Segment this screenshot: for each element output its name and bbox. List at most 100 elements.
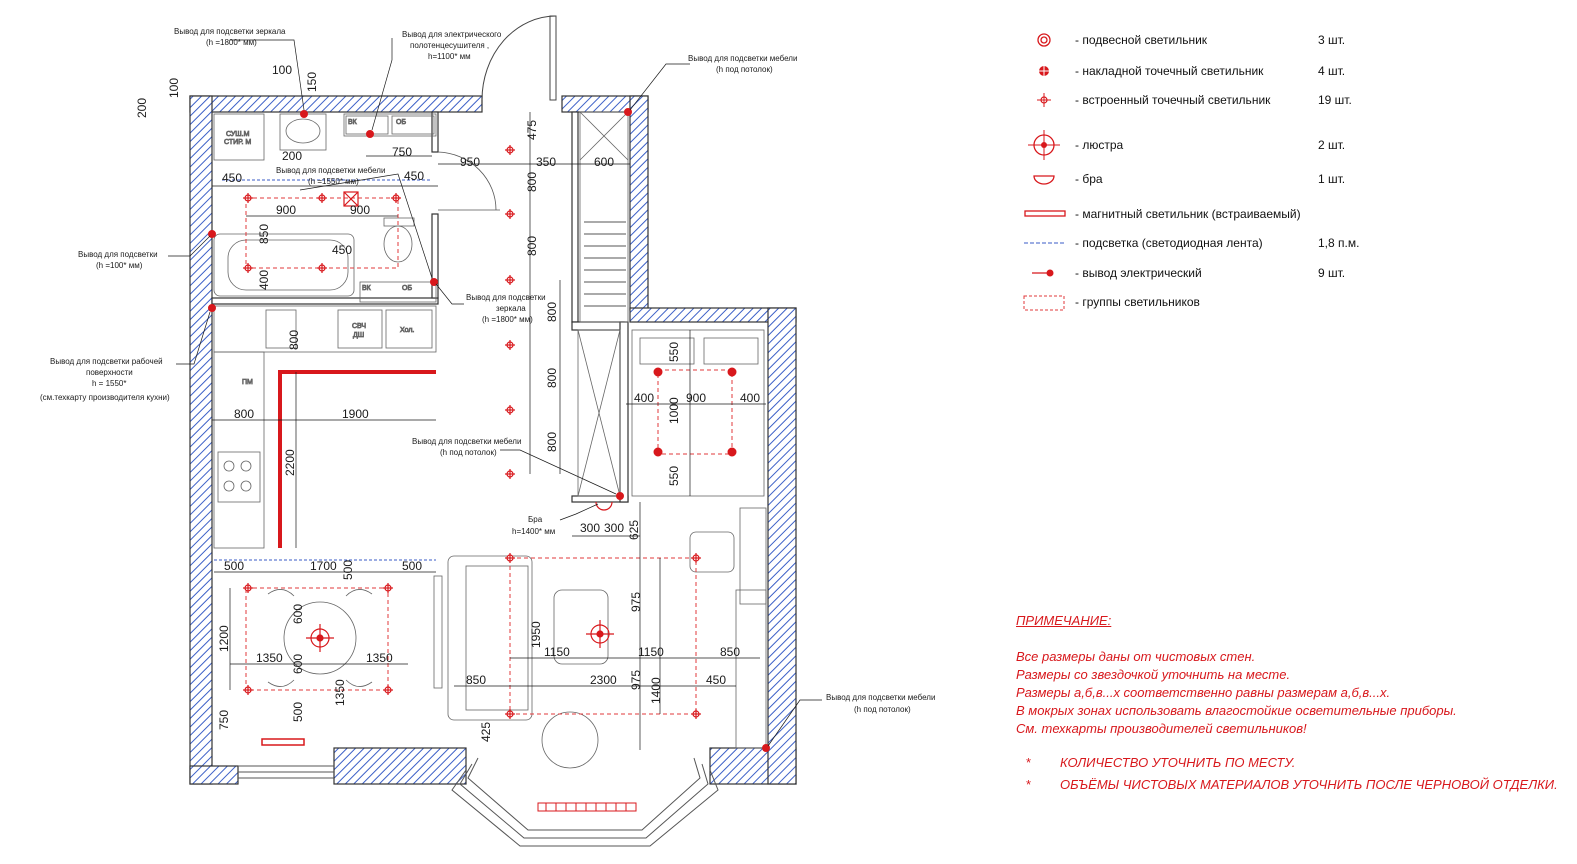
- callout-mirror-mid-2: зеркала: [496, 304, 526, 313]
- callout-furniture-top: Вывод для подсветки мебели: [688, 54, 797, 63]
- toilet-bowl: [383, 225, 413, 263]
- callout-mirror-mid-h: (h =1800* мм): [482, 315, 533, 324]
- dim-425: 425: [479, 722, 493, 742]
- dim-800b: 800: [525, 172, 539, 192]
- coffee-table: [553, 589, 609, 665]
- recessed-spot: [243, 685, 253, 695]
- sconce: [595, 501, 613, 511]
- dim-400b: 400: [634, 391, 654, 405]
- electric-outlet-icon: [1032, 269, 1054, 277]
- burner-3: [223, 480, 235, 492]
- callout-towel: Вывод для электрического: [402, 30, 502, 39]
- legend-label: - вывод электрический: [1075, 266, 1202, 280]
- recessed-spot-icon: [1037, 93, 1051, 107]
- dim-625: 625: [627, 520, 641, 540]
- bedroom-wall: [619, 321, 629, 503]
- recessed-spot: [505, 340, 515, 350]
- callout-towel-2: полотенцесушителя ,: [410, 41, 489, 50]
- bath-bottom-wall: [211, 297, 439, 305]
- dim-1950: 1950: [529, 621, 543, 648]
- outlet-towel: [366, 130, 374, 138]
- dim-1200: 1200: [217, 625, 231, 652]
- dim-750: 750: [392, 145, 412, 159]
- floor-plan: СУШ.М СТИР. М ВК ОБ ВК ОБ СВЧ ДШ Хол. ПМ: [40, 15, 935, 847]
- recessed-spot: [383, 685, 393, 695]
- callout-furniture-low-h: (h под потолок): [440, 448, 497, 457]
- legend-label: - накладной точечный светильник: [1075, 64, 1264, 78]
- chair-3: [267, 679, 295, 687]
- chair-1: [267, 589, 295, 597]
- dim-500c: 500: [402, 559, 422, 573]
- recessed-spot: [243, 263, 253, 273]
- cooktop: [217, 451, 261, 503]
- bath-door: [437, 151, 500, 211]
- magnetic-light-dining: [261, 738, 305, 746]
- bath-cabinet-low: [359, 281, 437, 303]
- dim-1350b: 1350: [366, 651, 393, 665]
- pillow-left: [639, 337, 695, 365]
- recessed-spot: [391, 193, 401, 203]
- microwave-label: СВЧ: [352, 323, 366, 330]
- callout-mirror-mid: Вывод для подсветки: [466, 293, 546, 302]
- bath-right-wall: [431, 213, 439, 299]
- note-line: Размеры а,б,в...х соответственно равны р…: [1016, 685, 1391, 700]
- callout-sconce-h: h=1400* мм: [512, 527, 555, 536]
- washer-label: СУШ.М: [226, 131, 250, 138]
- legend-label: - подвесной светильник: [1075, 33, 1208, 47]
- callout-furniture-right-h: (h под потолок): [854, 705, 911, 714]
- legend-row-sconce: - бра 1 шт.: [1020, 169, 1400, 189]
- bed: [631, 329, 765, 497]
- dim-850c: 850: [466, 673, 486, 687]
- dim-350: 350: [536, 155, 556, 169]
- fridge: [385, 309, 433, 349]
- chandelier-dining: [306, 624, 334, 652]
- callout-mirror-top-h: (h =1800* мм): [206, 38, 257, 47]
- legend-row-chandelier: - люстра 2 шт.: [1020, 130, 1400, 160]
- magnetic-light-icon: [1024, 210, 1066, 217]
- outlet-mirror: [300, 110, 308, 118]
- legend-label: - люстра: [1075, 138, 1124, 152]
- living-light-group: [509, 557, 697, 715]
- round-table: [541, 711, 599, 769]
- dim-450d: 450: [706, 673, 726, 687]
- legend-row-group: - группы светильников: [1020, 292, 1400, 312]
- legend-row-led: - подсветка (светодиодная лента) 1,8 п.м…: [1020, 233, 1400, 253]
- dining-light-group: [245, 587, 389, 691]
- recessed-spot: [243, 583, 253, 593]
- dining-table: [283, 601, 357, 675]
- pm-label: ПМ: [242, 379, 253, 386]
- hall-wardrobe: [579, 111, 629, 323]
- legend-qty: 2 шт.: [1318, 138, 1346, 152]
- sofa: [447, 555, 533, 721]
- hall-wall: [571, 111, 579, 323]
- cabinet-ob-label: ОБ: [396, 119, 406, 126]
- legend-label: - подсветка (светодиодная лента): [1075, 236, 1263, 250]
- dim-800d: 800: [545, 302, 559, 322]
- armchair: [689, 531, 735, 573]
- callout-furniture-top-h: (h под потолок): [716, 65, 773, 74]
- outlet-mirror-mid: [430, 278, 438, 286]
- note-line: В мокрых зонах использовать влагостойкие…: [1016, 703, 1457, 718]
- chair-2: [345, 589, 373, 597]
- recessed-spot: [317, 193, 327, 203]
- electric-outlets: [208, 108, 770, 752]
- sofa-seat: [465, 565, 529, 711]
- surface-spots: [653, 367, 737, 457]
- kitchen-upper-run: [213, 305, 437, 353]
- dim-800f: 800: [545, 432, 559, 452]
- outlet-furniture-right: [762, 744, 770, 752]
- callout-worktop: Вывод для подсветки рабочей: [50, 357, 163, 366]
- recessed-spots: [243, 145, 701, 719]
- dim-500d: 500: [291, 702, 305, 722]
- sink-bowl: [285, 118, 321, 144]
- callout-towel-h: h=1100* мм: [428, 52, 471, 61]
- partitions: [211, 111, 629, 503]
- outlet-furniture-low: [616, 492, 624, 500]
- dim-475: 475: [525, 120, 539, 140]
- fridge-label: Хол.: [400, 327, 414, 334]
- leader-lines: [168, 38, 822, 747]
- dim-1900: 1900: [342, 407, 369, 421]
- recessed-spot: [691, 709, 701, 719]
- kitchen-sink: [265, 309, 297, 349]
- note-star-text: КОЛИЧЕСТВО УТОЧНИТЬ ПО МЕСТУ.: [1060, 755, 1296, 770]
